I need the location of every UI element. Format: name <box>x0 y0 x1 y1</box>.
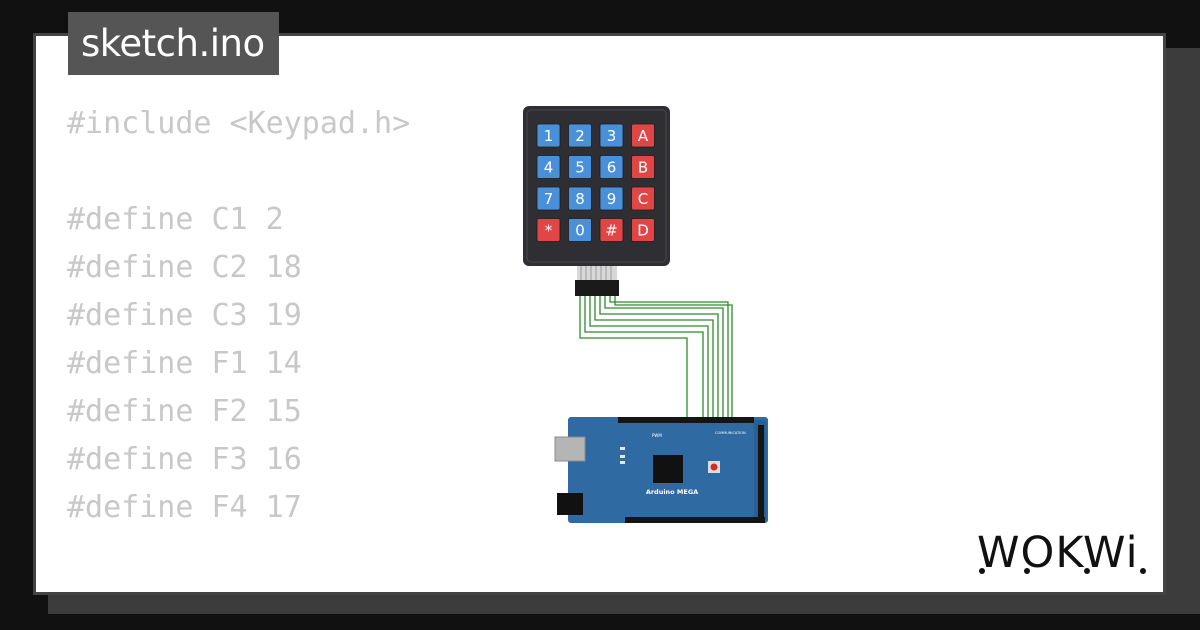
board-leds <box>620 447 625 464</box>
code-block: #include <Keypad.h> #define C1 2 #define C… <box>67 100 410 532</box>
keypad-key[interactable]: 5 <box>568 155 592 179</box>
keypad-key[interactable]: 7 <box>536 186 561 211</box>
wokwi-logo[interactable]: WOKWi <box>975 524 1155 580</box>
comm-label: COMMUNICATION <box>715 431 746 435</box>
logo-dots-icon <box>979 568 1146 574</box>
keypad-key[interactable]: C <box>631 186 655 211</box>
keypad-key-label: B <box>638 159 648 177</box>
circuit-diagram: 1 2 3 A 4 5 6 B 7 8 9 C * 0 # D Arduino MEGA PWM <box>523 106 768 523</box>
keypad-key-label: 9 <box>607 190 617 208</box>
keypad-keys: 1 2 3 A 4 5 6 B 7 8 9 C * 0 # D <box>536 123 655 242</box>
keypad-key[interactable]: 6 <box>599 155 624 179</box>
keypad-key-label: 4 <box>544 159 554 177</box>
wires <box>579 296 733 423</box>
keypad-key-label: 5 <box>575 159 585 177</box>
keypad-key-label: 3 <box>607 127 617 145</box>
code-line <box>67 148 410 196</box>
usb-port <box>554 436 586 462</box>
keypad-key[interactable]: 3 <box>599 123 624 148</box>
keypad-bezel <box>526 109 667 263</box>
keypad-key[interactable]: 2 <box>568 123 592 148</box>
keypad-key-label: 7 <box>544 190 554 208</box>
keypad-key[interactable]: 0 <box>568 218 592 242</box>
keypad-key[interactable]: D <box>631 218 655 242</box>
arduino-mega-board[interactable]: Arduino MEGA PWM COMMUNICATION <box>554 417 768 523</box>
keypad-header-pins <box>575 280 619 296</box>
wokwi-logo-text: WOKWi <box>977 528 1139 578</box>
code-line: #define C2 18 <box>67 250 302 285</box>
keypad-key[interactable]: * <box>536 218 561 242</box>
keypad-key-label: D <box>637 222 649 240</box>
bottom-headers <box>625 517 765 523</box>
code-line: #include <Keypad.h> <box>67 106 411 141</box>
right-headers <box>758 425 764 517</box>
power-jack <box>557 493 583 515</box>
keypad-key[interactable]: 4 <box>536 155 561 179</box>
keypad-key-label: A <box>638 127 649 145</box>
code-line: #define F4 17 <box>67 490 302 525</box>
keypad-key-label: 2 <box>575 127 585 145</box>
keypad-key[interactable]: B <box>631 155 655 179</box>
pwm-label: PWM <box>652 433 662 438</box>
code-line: #define F3 16 <box>67 442 302 477</box>
code-line: #define F2 15 <box>67 394 302 429</box>
code-line: #define C3 19 <box>67 298 302 333</box>
chip <box>653 455 683 483</box>
file-tab[interactable]: sketch.ino <box>68 12 279 75</box>
keypad-key-label: 1 <box>544 127 554 145</box>
keypad-key[interactable]: 9 <box>599 186 624 211</box>
keypad-key-label: 0 <box>575 222 585 240</box>
keypad-key[interactable]: 1 <box>536 123 561 148</box>
keypad-key-label: C <box>638 190 648 208</box>
keypad-key[interactable]: # <box>599 218 624 242</box>
board-label: Arduino MEGA <box>646 488 698 496</box>
keypad-key-label: # <box>605 222 618 240</box>
keypad-key-label: * <box>545 222 553 240</box>
keypad-key[interactable]: A <box>631 123 655 148</box>
keypad-key-label: 8 <box>575 190 585 208</box>
ribbon-pins <box>580 266 612 280</box>
keypad-key[interactable]: 8 <box>568 186 592 211</box>
top-headers <box>618 417 754 423</box>
code-line: #define F1 14 <box>67 346 302 381</box>
keypad-key-label: 6 <box>607 159 617 177</box>
keypad-ribbon <box>577 266 617 280</box>
code-line: #define C1 2 <box>67 202 284 237</box>
